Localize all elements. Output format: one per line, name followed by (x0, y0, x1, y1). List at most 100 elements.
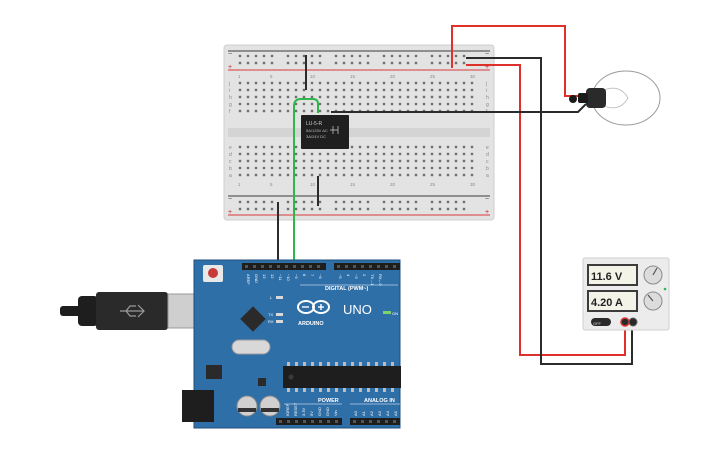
top-pin-label: 4 (346, 274, 351, 277)
wire-black-relay-to-bulb[interactable] (331, 103, 587, 113)
capacitor-2 (259, 395, 281, 417)
terminal-holes (238, 81, 474, 177)
row-letter: d (486, 152, 489, 158)
power-switch[interactable] (591, 318, 611, 326)
voltage-readout: 11.6 V (591, 271, 623, 283)
top-pin-label: ~9 (294, 274, 299, 279)
power-switch-label: OFF (593, 321, 602, 326)
header-top-left (242, 263, 326, 270)
top-pin-label: ~11 (278, 274, 283, 281)
row-letter: a (229, 173, 232, 179)
arduino-brand: ARDUINO (298, 321, 324, 327)
row-letter: e (486, 145, 489, 151)
header-top-holes (245, 265, 396, 268)
usb-cable-end (60, 306, 82, 316)
led-tx (276, 313, 283, 316)
column-number: 1 (238, 182, 241, 187)
usb-cable-grip (78, 296, 98, 326)
power-pin-label: IOREF (285, 403, 290, 416)
rail-plus-label-br: + (485, 209, 489, 216)
rail-plus-label-tr: + (485, 64, 489, 71)
column-number: 15 (350, 74, 356, 79)
light-bulb[interactable] (569, 70, 661, 126)
row-letter: i (486, 88, 487, 94)
current-readout: 4.20 A (591, 297, 623, 309)
top-pin-label: ~5 (338, 274, 343, 279)
relay-rating-line2: 3A/24V DC (306, 134, 326, 139)
row-letter: j (485, 81, 487, 87)
capacitor-1 (236, 395, 258, 417)
row-letter: a (486, 173, 489, 179)
relay-model-label: LU-5-R (306, 121, 323, 127)
small-chip (258, 378, 266, 386)
top-pin-label: GND (254, 274, 259, 283)
column-number: 25 (430, 74, 436, 79)
power-pin-label: RESET (293, 402, 298, 416)
analog-pin-label: A3 (377, 410, 382, 416)
relay[interactable]: LU-5-R 5A/125V AC 3A/24V DC (301, 115, 349, 149)
row-letter: d (229, 152, 232, 158)
rail-minus-label-tl: − (228, 51, 232, 58)
column-number: 30 (470, 182, 476, 187)
top-pin-label: 12 (270, 274, 275, 279)
rail-minus-label-bl: − (228, 196, 232, 203)
cv-indicator-icon (663, 287, 667, 291)
wire-green-signal[interactable] (293, 98, 319, 266)
top-pin-label: ~6 (318, 274, 323, 279)
header-top-right (334, 263, 400, 270)
wire-black-rail-to-supply[interactable] (466, 57, 633, 365)
chip-pins (287, 362, 394, 392)
top-pin-label: TX→1 (370, 274, 375, 286)
center-channel (228, 128, 490, 137)
row-letter: e (229, 145, 232, 151)
positive-terminal[interactable] (620, 317, 630, 327)
voltage-display-screen (589, 266, 636, 284)
on-led (383, 311, 391, 314)
top-pin-label: 13 (262, 274, 267, 279)
arduino-model: UNO (343, 302, 372, 317)
column-number: 1 (238, 74, 241, 79)
row-letter: g (229, 102, 232, 108)
power-jack[interactable] (182, 390, 214, 422)
power-pin-label: 5V (309, 411, 314, 416)
power-pin-label: 3.3V (301, 407, 306, 416)
analog-pin-label: A0 (353, 410, 358, 416)
usb-symbol-icon (120, 304, 145, 318)
top-pin-label: 8 (302, 274, 307, 277)
header-analog (350, 418, 400, 425)
column-number: 25 (430, 182, 436, 187)
column-number: 20 (390, 74, 396, 79)
row-letter: i (229, 88, 230, 94)
on-label: ON (392, 311, 398, 316)
bottom-rail-holes (238, 200, 466, 211)
column-number: 20 (390, 182, 396, 187)
wire-red-rail-to-supply[interactable] (466, 64, 626, 356)
relay-rating-line1: 5A/125V AC (306, 128, 328, 133)
reset-button[interactable] (208, 268, 218, 278)
column-number: 5 (270, 74, 273, 79)
relay-symbol-icon (330, 126, 339, 134)
header-power (276, 418, 342, 425)
analog-pin-label: A4 (385, 410, 390, 416)
digital-label: DIGITAL (PWM~) (325, 286, 369, 292)
column-number: 10 (310, 74, 316, 79)
top-pin-label: RX←0 (378, 274, 383, 287)
row-letter: b (486, 166, 489, 172)
power-label: POWER (318, 398, 339, 404)
power-pin-label: GND (317, 407, 322, 416)
column-number: 15 (350, 182, 356, 187)
row-letter: c (229, 159, 232, 165)
negative-terminal[interactable] (628, 317, 638, 327)
row-letter: j (228, 81, 230, 87)
power-supply[interactable]: 11.6 V 4.20 A OFF (582, 257, 670, 331)
analog-pin-label: A5 (393, 410, 398, 416)
led-rx (276, 320, 283, 323)
row-letter: b (229, 166, 232, 172)
